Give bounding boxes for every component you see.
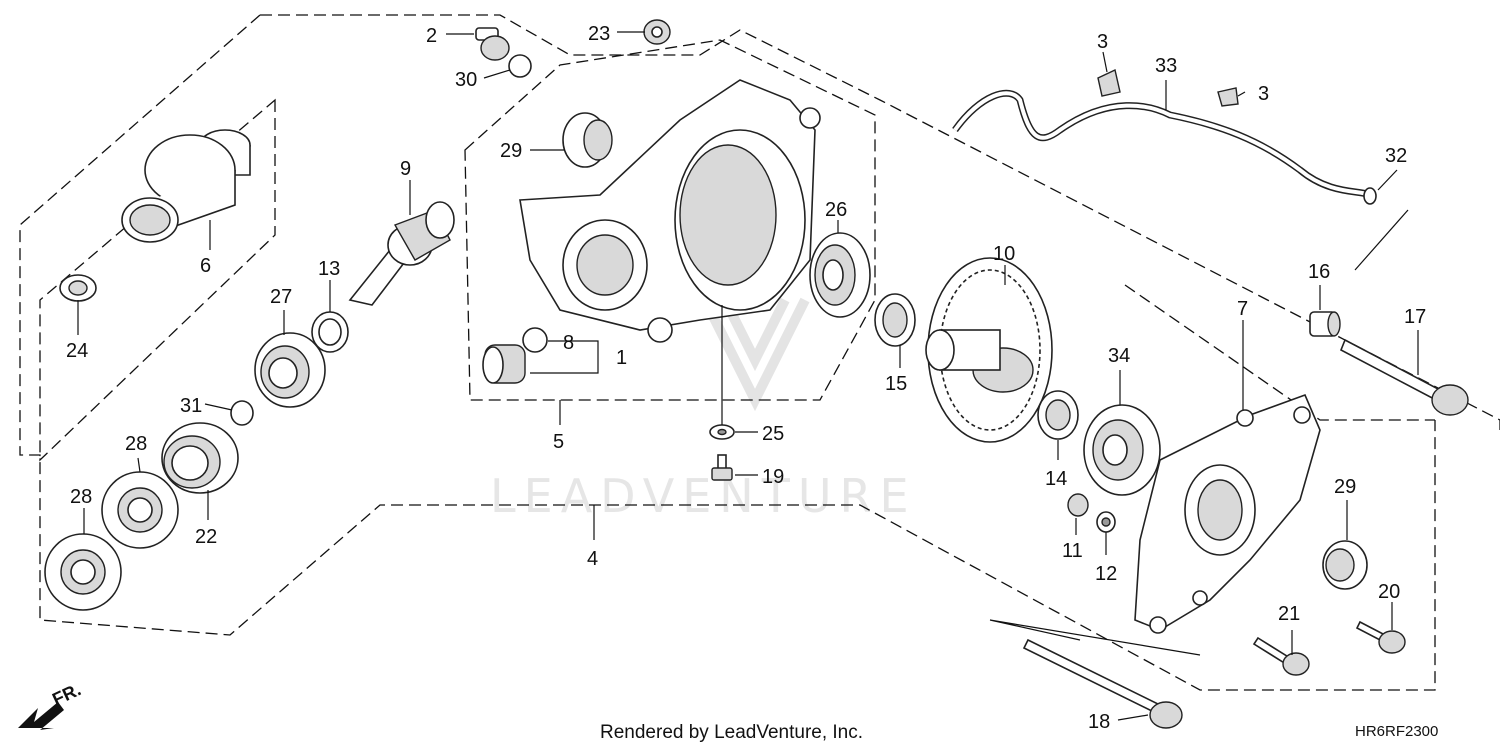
- group-outline-housing: [464, 39, 876, 401]
- bracket-1: [530, 340, 599, 374]
- part-11-bolt: [1067, 493, 1089, 517]
- part-23-nut: [643, 19, 671, 45]
- callout-20: 20: [1378, 581, 1400, 603]
- callout-5: 5: [553, 431, 564, 453]
- callout-17: 17: [1404, 306, 1426, 328]
- callout-15: 15: [885, 373, 907, 395]
- callout-24: 24: [66, 340, 88, 362]
- callout-21: 21: [1278, 603, 1300, 625]
- part-30-o-ring: [508, 54, 532, 78]
- part-28-oil-seal-upper: [101, 471, 179, 549]
- callout-25: 25: [762, 423, 784, 445]
- leader-lines: [77, 31, 1419, 721]
- part-3-clip-right: [1217, 87, 1239, 107]
- part-34-bearing: [1083, 404, 1161, 496]
- callout-29-lower: 29: [1334, 476, 1356, 498]
- callout-28-upper: 28: [125, 433, 147, 455]
- callout-3-right: 3: [1258, 83, 1269, 105]
- part-32-clamp: [1363, 187, 1377, 205]
- watermark: LEADVENTURE: [490, 469, 917, 523]
- part-16-collar: [1309, 311, 1341, 337]
- part-8-bearing-bush: [482, 327, 548, 384]
- part-24-nut: [59, 274, 97, 302]
- callout-3-left: 3: [1097, 31, 1108, 53]
- part-28-oil-seal-lower: [44, 533, 122, 611]
- part-20-bolt: [1355, 620, 1406, 654]
- callout-27: 27: [270, 286, 292, 308]
- callout-19: 19: [762, 466, 784, 488]
- group-outline-pinion: [39, 98, 276, 462]
- part-10-final-driven-gear: [925, 257, 1053, 443]
- part-2-plug: [475, 27, 510, 61]
- part-17-bolt: [1339, 338, 1469, 416]
- group-outline-cover: [1124, 284, 1435, 421]
- callout-34: 34: [1108, 345, 1130, 367]
- diagram-code: HR6RF2300: [1355, 723, 1438, 740]
- part-15-oil-seal: [874, 293, 916, 347]
- callout-23: 23: [588, 23, 610, 45]
- callout-31: 31: [180, 395, 202, 417]
- callout-4: 4: [587, 548, 598, 570]
- callout-6: 6: [200, 255, 211, 277]
- part-5-final-gear-case: [519, 79, 821, 343]
- callout-14: 14: [1045, 468, 1067, 490]
- callout-8: 8: [563, 332, 574, 354]
- part-18-bolt: [989, 619, 1201, 729]
- callout-7: 7: [1237, 298, 1248, 320]
- part-29-oil-seal-upper: [562, 112, 613, 168]
- callout-1: 1: [616, 347, 627, 369]
- part-27-bearing: [254, 332, 326, 408]
- callout-11: 11: [1062, 540, 1083, 562]
- callout-18: 18: [1088, 711, 1110, 733]
- front-direction-arrow: FR.: [18, 679, 84, 730]
- callout-2: 2: [426, 25, 437, 47]
- part-7-case-cover: [1134, 393, 1321, 634]
- callout-32: 32: [1385, 145, 1407, 167]
- callout-16: 16: [1308, 261, 1330, 283]
- part-3-clip-left: [1097, 68, 1121, 97]
- part-33-breather-tube: [952, 89, 1372, 199]
- callout-33: 33: [1155, 55, 1177, 77]
- callout-10: 10: [993, 243, 1015, 265]
- callout-12: 12: [1095, 563, 1117, 585]
- rendered-by-text: Rendered by LeadVenture, Inc.: [600, 722, 863, 743]
- callout-labels: 2 30 23 29 9 6 24 13 27 31 28 28 22 8 1 …: [66, 23, 1426, 733]
- callout-29-upper: 29: [500, 140, 522, 162]
- callout-26: 26: [825, 199, 847, 221]
- callout-30: 30: [455, 69, 477, 91]
- callout-22: 22: [195, 526, 217, 548]
- part-12-washer: [1096, 511, 1116, 533]
- callout-28-lower: 28: [70, 486, 92, 508]
- part-29-oil-seal-lower: [1322, 540, 1368, 590]
- callout-9: 9: [400, 158, 411, 180]
- part-14-oil-seal: [1037, 390, 1079, 440]
- part-21-bolt: [1252, 636, 1310, 676]
- part-31-snap-ring: [230, 400, 254, 426]
- leader-32-bracket: [1354, 209, 1409, 271]
- part-25-washer: [709, 424, 735, 440]
- part-19-bolt: [711, 454, 733, 481]
- part-22-lock-nut: [161, 422, 239, 494]
- part-9-pinion-shaft: [348, 201, 455, 306]
- part-6-flange-joint: [121, 129, 251, 243]
- callout-13: 13: [318, 258, 340, 280]
- part-26-bearing: [809, 232, 871, 318]
